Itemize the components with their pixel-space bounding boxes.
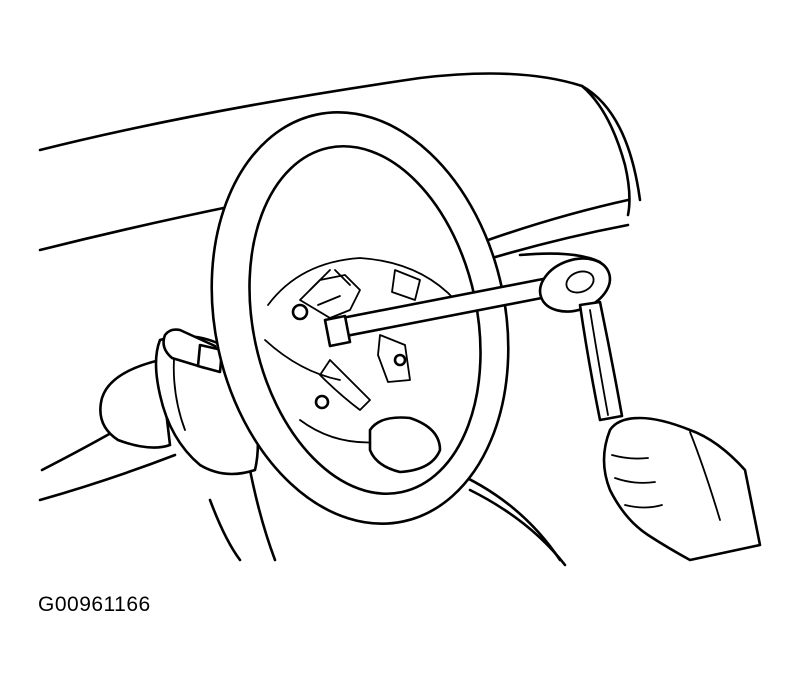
hand-icon (602, 416, 762, 562)
figure-code: G00961166 (38, 593, 151, 616)
ratchet-wrench-icon (538, 257, 624, 422)
steering-wheel-removal-illustration (38, 72, 762, 567)
turn-signal-stalk-icon (162, 328, 224, 374)
